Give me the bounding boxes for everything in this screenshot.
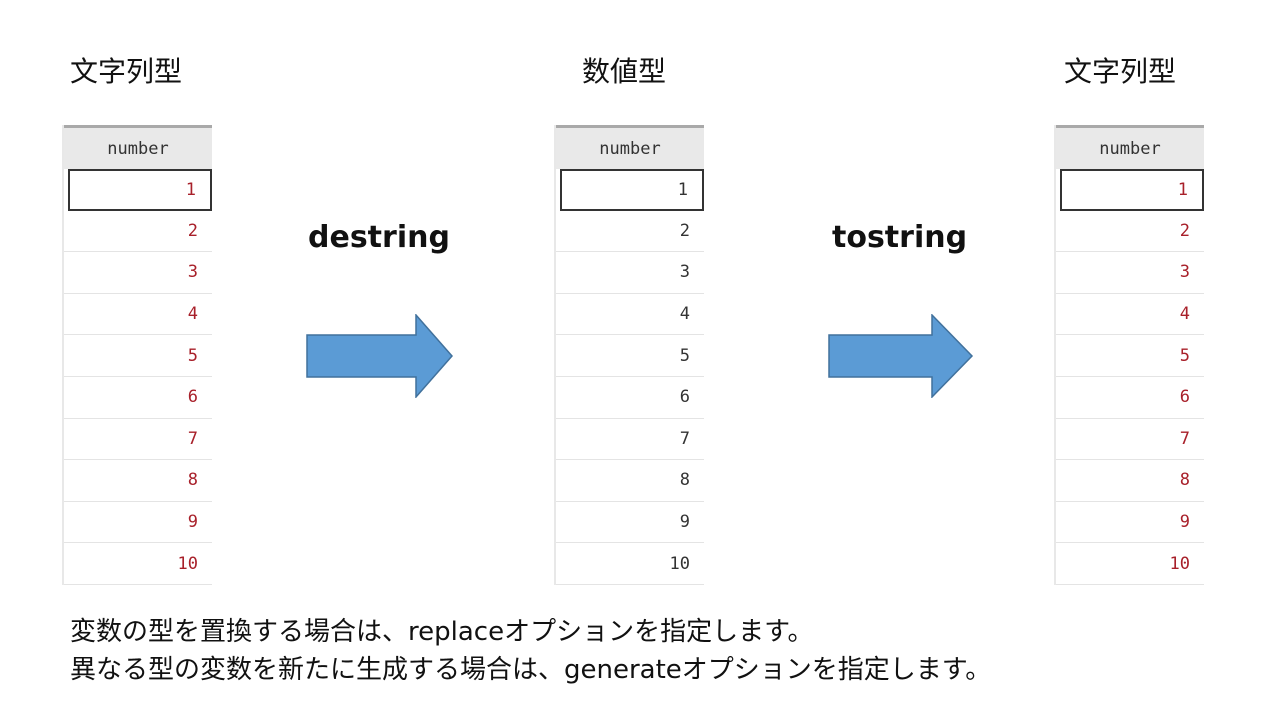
operation-label-destring: destring xyxy=(308,220,450,255)
table-row[interactable]: 4 xyxy=(556,294,704,336)
table-row[interactable]: 9 xyxy=(1056,502,1204,544)
string-table-left: number 1 2 3 4 5 6 7 8 9 10 xyxy=(62,125,212,585)
caption-line-1: 変数の型を置換する場合は、replaceオプションを指定します。 xyxy=(70,617,814,647)
table-row[interactable]: 9 xyxy=(64,502,212,544)
right-arrow-icon xyxy=(828,314,974,398)
table-row[interactable]: 3 xyxy=(556,252,704,294)
right-arrow-icon xyxy=(306,314,453,398)
column-header[interactable]: number xyxy=(64,125,212,169)
table-row[interactable]: 10 xyxy=(1056,543,1204,585)
table-row[interactable]: 9 xyxy=(556,502,704,544)
table-row[interactable]: 4 xyxy=(1056,294,1204,336)
table-row[interactable]: 10 xyxy=(556,543,704,585)
table-row[interactable]: 8 xyxy=(1056,460,1204,502)
title-left: 文字列型 xyxy=(70,55,183,88)
table-row[interactable]: 1 xyxy=(1060,169,1204,211)
column-header[interactable]: number xyxy=(556,125,704,169)
numeric-table-middle: number 1 2 3 4 5 6 7 8 9 10 xyxy=(554,125,704,585)
table-row[interactable]: 4 xyxy=(64,294,212,336)
table-row[interactable]: 5 xyxy=(64,335,212,377)
string-table-right: number 1 2 3 4 5 6 7 8 9 10 xyxy=(1054,125,1204,585)
table-row[interactable]: 3 xyxy=(64,252,212,294)
table-row[interactable]: 2 xyxy=(556,211,704,253)
caption-line-2: 異なる型の変数を新たに生成する場合は、generateオプションを指定します。 xyxy=(70,655,992,685)
table-row[interactable]: 2 xyxy=(1056,211,1204,253)
table-row[interactable]: 7 xyxy=(556,419,704,461)
table-row[interactable]: 7 xyxy=(64,419,212,461)
table-row[interactable]: 7 xyxy=(1056,419,1204,461)
column-header[interactable]: number xyxy=(1056,125,1204,169)
table-row[interactable]: 1 xyxy=(560,169,704,211)
table-row[interactable]: 6 xyxy=(556,377,704,419)
table-row[interactable]: 6 xyxy=(1056,377,1204,419)
title-middle: 数値型 xyxy=(582,55,667,88)
table-row[interactable]: 8 xyxy=(64,460,212,502)
table-row[interactable]: 5 xyxy=(556,335,704,377)
title-right: 文字列型 xyxy=(1064,55,1177,88)
arrow-shape xyxy=(306,314,453,398)
table-row[interactable]: 2 xyxy=(64,211,212,253)
table-row[interactable]: 8 xyxy=(556,460,704,502)
table-row[interactable]: 3 xyxy=(1056,252,1204,294)
table-row[interactable]: 1 xyxy=(68,169,212,211)
arrow-shape xyxy=(828,314,974,398)
table-row[interactable]: 10 xyxy=(64,543,212,585)
table-row[interactable]: 5 xyxy=(1056,335,1204,377)
table-row[interactable]: 6 xyxy=(64,377,212,419)
operation-label-tostring: tostring xyxy=(832,220,968,255)
